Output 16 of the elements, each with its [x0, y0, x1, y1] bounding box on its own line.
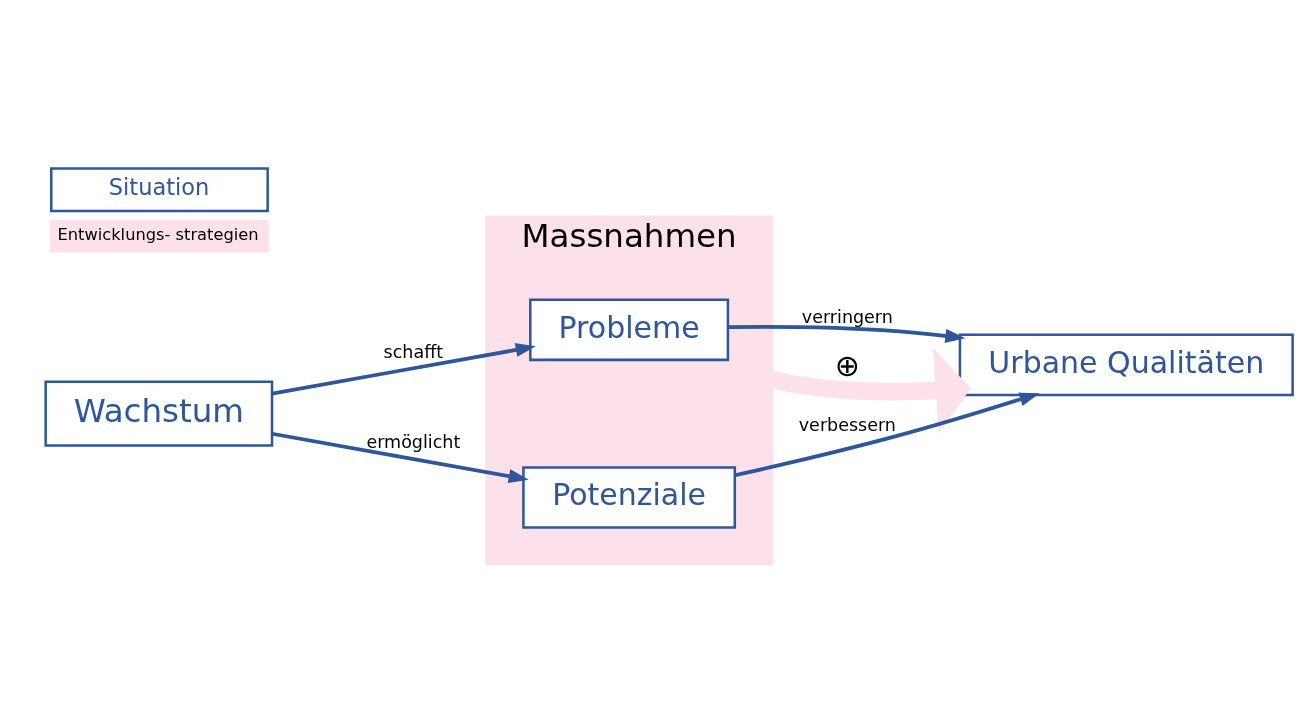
edge-label: verbessern: [798, 415, 896, 436]
arrow: [271, 342, 536, 396]
edge-label: ermöglicht: [366, 431, 461, 452]
node-box: Potenziale: [522, 466, 737, 529]
node-box: Probleme: [529, 298, 730, 362]
arrow: [734, 392, 1040, 478]
arrow: [271, 431, 529, 484]
node-box: Urbane Qualitäten: [958, 333, 1294, 397]
edge-label: schafft: [383, 341, 444, 362]
arrow: [728, 324, 966, 343]
edge-label: ⊕: [834, 348, 860, 384]
node-box: Wachstum: [44, 380, 274, 447]
legend-label: Situation: [108, 174, 210, 201]
edge-label: verringern: [801, 306, 893, 327]
arrow: [770, 347, 971, 434]
legend-label: Entwicklungs- strategien: [57, 225, 259, 245]
